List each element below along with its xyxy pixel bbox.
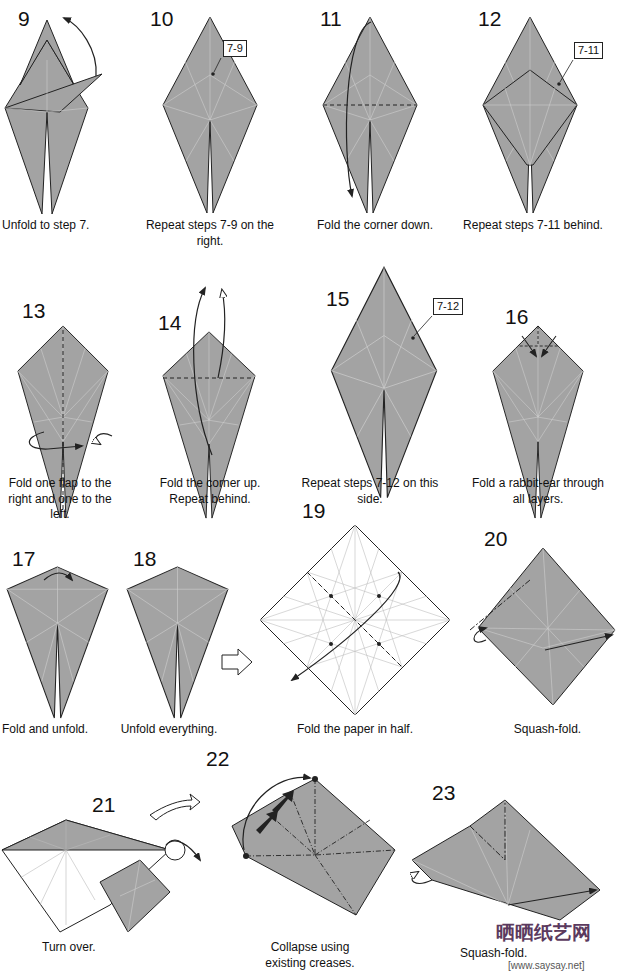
- step-caption: Squash-fold.: [460, 946, 570, 962]
- step-number: 9: [18, 8, 30, 29]
- step-number: 20: [484, 528, 507, 549]
- step-number: 21: [92, 794, 115, 815]
- step-caption: Unfold everything.: [108, 722, 230, 738]
- step-number: 16: [505, 306, 528, 327]
- callout-text: 7-11: [578, 44, 599, 56]
- step-caption: Fold a rabbit-ear through all layers.: [468, 476, 608, 507]
- step-number: 15: [326, 288, 349, 309]
- step-number: 11: [320, 8, 342, 29]
- step-caption: Fold the paper in half.: [280, 722, 430, 738]
- step-caption: Fold the corner down.: [300, 218, 450, 234]
- callout-text: 7-9: [227, 42, 243, 54]
- watermark: 晒晒纸艺网: [496, 920, 591, 945]
- step-number: 13: [22, 300, 45, 321]
- step-caption: Fold and unfold.: [2, 722, 122, 738]
- step-number: 22: [206, 748, 229, 769]
- callout-box: 7-11: [574, 42, 603, 59]
- step-number: 14: [158, 312, 181, 333]
- callout-text: 7-12: [437, 300, 459, 312]
- step-caption: Collapse using existing creases.: [250, 940, 370, 971]
- step-caption: Repeat steps 7-11 behind.: [463, 218, 603, 234]
- callout-box: 7-12: [433, 298, 463, 315]
- step-caption: Turn over.: [42, 940, 142, 956]
- step-caption: Squash-fold.: [490, 722, 605, 738]
- step-number: 23: [432, 782, 455, 803]
- step-caption: Repeat steps 7-9 on the right.: [140, 218, 280, 249]
- step-number: 19: [302, 500, 325, 521]
- step-caption: Fold one flap to the right and one to th…: [0, 476, 120, 523]
- step-number: 17: [12, 548, 35, 569]
- step-number: 18: [133, 548, 156, 569]
- step-caption: Unfold to step 7.: [2, 218, 132, 234]
- watermark-url: [www.saysay.net]: [508, 959, 585, 972]
- step-number: 10: [150, 8, 173, 29]
- step-number: 12: [478, 8, 501, 29]
- step-caption: Fold the corner up. Repeat behind.: [145, 476, 275, 507]
- callout-box: 7-9: [223, 40, 247, 57]
